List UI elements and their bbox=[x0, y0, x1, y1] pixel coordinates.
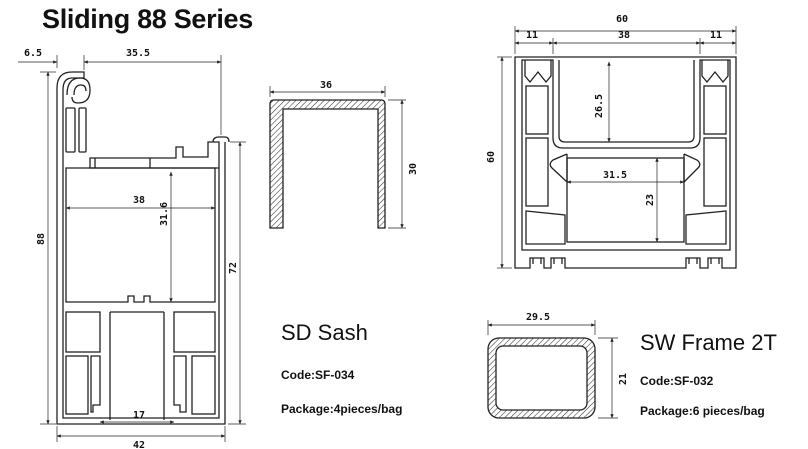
dim-frame-mid-seg: 38 bbox=[618, 30, 630, 41]
series-title: Sliding 88 Series bbox=[42, 4, 253, 34]
dim-right-height: 72 bbox=[228, 262, 239, 274]
sw-frame-code: Code:SF-032 bbox=[640, 374, 714, 388]
sd-sash-drawing: 36 30 bbox=[269, 80, 419, 229]
dim-bottom-width: 42 bbox=[133, 440, 145, 449]
dim-tube-height: 21 bbox=[618, 373, 629, 385]
left-profile-outline bbox=[56, 71, 220, 419]
dim-frame-height: 60 bbox=[486, 151, 497, 163]
dim-frame-top-width: 60 bbox=[616, 14, 628, 25]
dim-sash-width: 36 bbox=[320, 80, 332, 91]
sd-sash-package: Package:4pieces/bag bbox=[281, 402, 403, 416]
sd-sash-code: Code:SF-034 bbox=[281, 368, 355, 382]
sw-frame-name: SW Frame 2T bbox=[640, 330, 777, 355]
right-profile-lower-chamber bbox=[549, 153, 701, 184]
sd-sash-section bbox=[269, 99, 386, 229]
right-profile-drawing: 60 11 38 11 60 26.5 31.5 23 bbox=[486, 14, 737, 269]
dim-tube-width: 29.5 bbox=[526, 312, 550, 323]
dim-inner-width: 38 bbox=[133, 195, 145, 206]
left-profile-drawing: 6.5 35.5 88 38 31.6 72 17 42 bbox=[18, 48, 246, 449]
right-profile-outline bbox=[514, 56, 737, 269]
dim-frame-lower-inner-width: 31.5 bbox=[603, 170, 627, 181]
dim-height: 88 bbox=[36, 233, 47, 245]
dim-top-main: 35.5 bbox=[126, 48, 150, 59]
dim-frame-lower-inner-height: 23 bbox=[645, 194, 656, 206]
left-profile-main-chamber bbox=[65, 167, 216, 303]
sw-frame-drawing: 29.5 21 bbox=[487, 312, 629, 419]
dim-top-left: 6.5 bbox=[24, 48, 42, 59]
dim-frame-left-seg: 11 bbox=[526, 30, 538, 41]
dim-inner-height: 31.6 bbox=[159, 202, 170, 226]
sw-frame-package: Package:6 pieces/bag bbox=[640, 404, 765, 418]
left-profile-hook bbox=[66, 77, 91, 104]
sd-sash-name: SD Sash bbox=[281, 320, 368, 345]
dim-frame-upper-inner-height: 26.5 bbox=[594, 94, 605, 118]
dim-bottom-inner: 17 bbox=[133, 410, 145, 421]
dim-sash-height: 30 bbox=[408, 163, 419, 175]
dim-frame-right-seg: 11 bbox=[710, 30, 722, 41]
